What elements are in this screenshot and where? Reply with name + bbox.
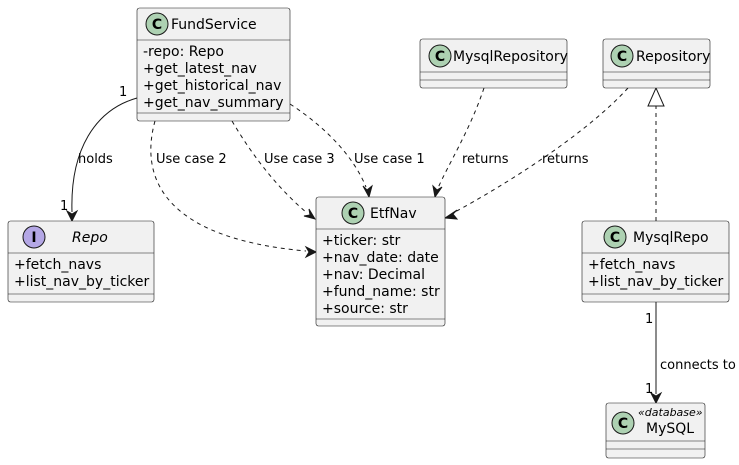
edge-returns-mysqlrepository: returns	[432, 87, 509, 199]
member: +ticker: str	[322, 233, 400, 249]
edge-holds: holds 1 1	[60, 85, 138, 223]
edge-label-use-case-1: Use case 1	[354, 152, 425, 167]
edge-realizes-repository	[647, 86, 665, 221]
class-badge-icon	[611, 411, 635, 435]
class-fundservice[interactable]: C FundService -repo: Repo +get_latest_na…	[136, 7, 291, 122]
member: -repo: Repo	[143, 44, 224, 60]
edge-use-case-2: Use case 2	[150, 120, 318, 259]
edge-label-use-case-2: Use case 2	[156, 152, 227, 167]
edge-use-case-1: Use case 1	[289, 103, 425, 199]
class-badge-icon	[428, 44, 452, 68]
class-mysqlrepository[interactable]: C MysqlRepository	[419, 38, 568, 89]
interface-badge-icon	[22, 225, 46, 249]
member: +fetch_navs	[14, 257, 101, 273]
member: +get_historical_nav	[143, 78, 281, 94]
badge-glyph: C	[610, 230, 620, 246]
class-name: Repository	[636, 49, 710, 65]
class-name: MysqlRepository	[453, 49, 568, 65]
class-badge-icon	[341, 201, 365, 225]
class-name: MySQL	[646, 421, 694, 437]
interface-repo[interactable]: I Repo +fetch_navs +list_nav_by_ticker	[7, 220, 155, 303]
class-name: MysqlRepo	[633, 230, 709, 246]
class-etfnav[interactable]: C EtfNav +ticker: str +nav_date: date +n…	[315, 196, 446, 327]
class-repository[interactable]: C Repository	[602, 38, 710, 89]
class-name: FundService	[171, 17, 257, 33]
member: +get_nav_summary	[143, 95, 284, 111]
edge-connects-to: connects to 1 1	[645, 302, 736, 405]
edge-returns-repository: returns	[443, 87, 629, 220]
badge-glyph: C	[152, 17, 162, 33]
member: +list_nav_by_ticker	[14, 274, 150, 290]
stereotype-label: «database»	[638, 406, 703, 419]
member: +source: str	[322, 301, 408, 317]
badge-glyph: C	[618, 416, 628, 432]
class-badge-icon	[145, 12, 169, 36]
member: +fetch_navs	[588, 257, 675, 273]
class-mysqlrepo[interactable]: C MysqlRepo +fetch_navs +list_nav_by_tic…	[581, 220, 730, 303]
interface-name: Repo	[72, 230, 108, 246]
badge-glyph: C	[435, 49, 445, 65]
multiplicity-holds-target: 1	[60, 199, 68, 214]
edge-label-returns-repository: returns	[542, 152, 589, 167]
edge-label-use-case-3: Use case 3	[264, 152, 335, 167]
badge-glyph: C	[348, 206, 358, 222]
badge-glyph: I	[31, 230, 36, 246]
class-name: EtfNav	[370, 206, 417, 222]
edge-label-connects-to: connects to	[660, 358, 736, 373]
member: +fund_name: str	[322, 284, 440, 300]
edge-label-returns-mysqlrepository: returns	[462, 152, 509, 167]
member: +list_nav_by_ticker	[588, 274, 724, 290]
multiplicity-holds-source: 1	[119, 85, 127, 100]
edge-use-case-3: Use case 3	[231, 120, 335, 220]
member: +get_latest_nav	[143, 61, 257, 77]
multiplicity-connects-target: 1	[645, 382, 653, 397]
member: +nav_date: date	[322, 250, 439, 266]
class-badge-icon	[610, 44, 634, 68]
class-mysql[interactable]: C «database» MySQL	[605, 402, 706, 459]
multiplicity-connects-source: 1	[645, 312, 653, 327]
class-badge-icon	[603, 225, 627, 249]
edge-label-holds: holds	[78, 152, 113, 167]
badge-glyph: C	[617, 49, 627, 65]
member: +nav: Decimal	[322, 267, 425, 283]
